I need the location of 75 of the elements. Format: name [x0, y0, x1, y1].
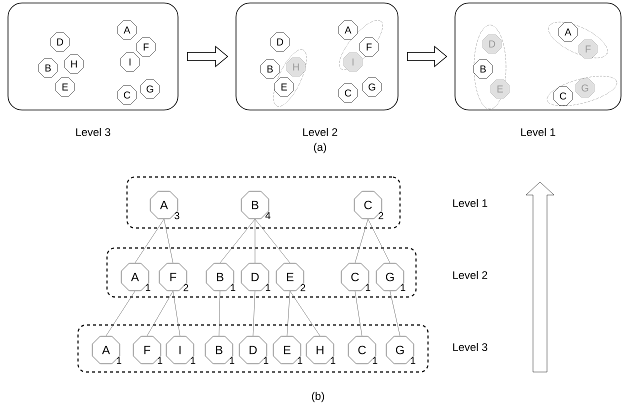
octagon-node: E [274, 78, 294, 96]
tree-edge [286, 290, 290, 336]
tree-edge [218, 290, 220, 336]
octagon-node: C [338, 84, 358, 102]
caption-label: Level 1 [453, 198, 488, 208]
octagon-node: H [286, 58, 306, 76]
octagon-node: A [558, 22, 578, 42]
level-label: Level 3 [76, 128, 110, 136]
count-label: 1 [372, 357, 378, 364]
count-label: 1 [266, 284, 270, 292]
tree-edge [354, 218, 368, 264]
tree-edge [252, 290, 256, 336]
octagon-node: D [50, 32, 70, 52]
octagon-node: A [338, 20, 358, 40]
count-label: 1 [230, 284, 236, 292]
octagon-node: G [576, 78, 594, 98]
octagon-node: D [270, 32, 290, 52]
count-label: 2 [378, 212, 384, 220]
block-arrow [187, 46, 228, 68]
panel [236, 2, 398, 110]
count-label: 1 [158, 357, 162, 364]
count-label: 3 [174, 212, 180, 220]
count-label: 1 [230, 357, 234, 364]
panel [454, 2, 622, 110]
count-label: 1 [190, 357, 196, 364]
level-band [126, 176, 401, 229]
tree-edge [368, 218, 390, 264]
tree-edge [134, 218, 164, 264]
count-label: 1 [366, 284, 370, 292]
count-label: 1 [146, 284, 150, 292]
octagon-node: G [362, 78, 382, 96]
tree-edge [290, 290, 320, 336]
octagon-node: B [474, 60, 492, 78]
count-label: 1 [330, 357, 336, 364]
tree-edge [172, 290, 180, 336]
level-band [106, 247, 417, 298]
count-label: 4 [265, 212, 270, 220]
caption-label: (a) [314, 142, 326, 154]
count-label: 1 [264, 357, 268, 364]
tree-edge [390, 290, 400, 336]
tree-edge [254, 218, 256, 264]
octagon-node: D [482, 34, 502, 54]
count-label: 2 [300, 284, 306, 292]
level-band [77, 324, 429, 373]
count-label: 2 [184, 284, 188, 292]
tree-edge [254, 218, 290, 264]
block-arrow [407, 46, 448, 68]
octagon-node: B [38, 58, 58, 78]
count-label: 1 [410, 357, 416, 364]
level-label: Level 1 [521, 128, 556, 136]
panel [8, 2, 178, 110]
tree-edge [146, 290, 174, 336]
octagon-node: H [64, 54, 84, 74]
tree-edge [106, 290, 136, 336]
caption-label: (b) [312, 392, 324, 402]
octagon-node: E [490, 80, 510, 98]
level-label: Level 2 [303, 128, 338, 136]
tree-edge [220, 218, 256, 264]
octagon-node: F [360, 38, 378, 56]
count-label: 1 [400, 284, 406, 292]
octagon-node: I [344, 52, 362, 72]
octagon-node: E [56, 78, 74, 96]
octagon-node: B [260, 60, 280, 78]
octagon-node: C [554, 86, 572, 106]
octagon-node: F [578, 40, 598, 58]
octagon-node: I [120, 52, 140, 72]
octagon-node: F [136, 38, 156, 56]
count-label: 1 [298, 357, 302, 364]
count-label: 1 [116, 357, 122, 364]
tree-edge [164, 218, 174, 264]
octagon-node: A [118, 20, 136, 40]
caption-label: Level 3 [453, 342, 488, 352]
caption-label: Level 2 [453, 270, 488, 280]
octagon-node: G [140, 80, 160, 98]
octagon-node: C [118, 86, 136, 104]
